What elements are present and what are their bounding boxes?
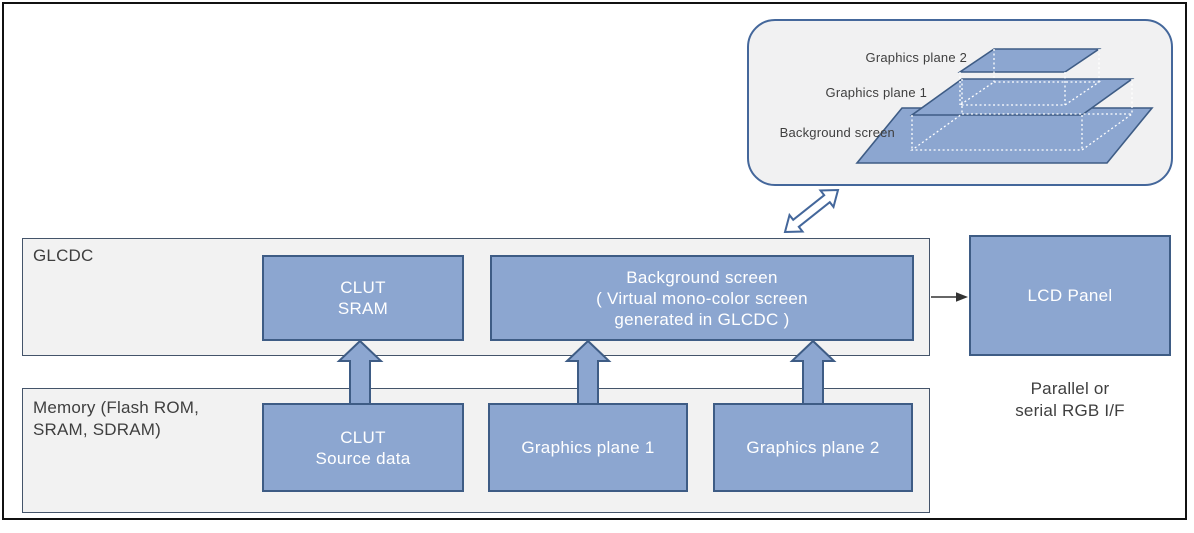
plane2-projection-lines — [957, 49, 1102, 106]
outer-frame — [2, 2, 1187, 520]
glcdc-title: GLCDC — [33, 246, 94, 265]
rgb-interface-line1: Parallel or — [1030, 379, 1110, 398]
clut-source-line2: Source data — [315, 448, 411, 468]
background-screen-plane — [855, 107, 1154, 164]
callout-label-background-screen: Background screen — [779, 125, 895, 140]
background-screen-box: Background screen ( Virtual mono-color s… — [490, 255, 914, 341]
clut-sram-box: CLUT SRAM — [262, 255, 464, 341]
background-screen-line3: generated in GLCDC ) — [614, 309, 790, 329]
layer-stack-callout: Graphics plane 2 Graphics plane 1 Backgr… — [747, 19, 1173, 186]
plane1-projection-lines — [909, 79, 1135, 151]
memory-title-line2: SRAM, SDRAM) — [33, 420, 162, 439]
rgb-interface-label: Parallel or serial RGB I/F — [969, 378, 1171, 422]
memory-title-line1: Memory (Flash ROM, — [33, 398, 200, 417]
clut-sram-line2: SRAM — [337, 299, 389, 318]
clut-source-data-box: CLUT Source data — [262, 403, 464, 492]
graphics-plane-2-box: Graphics plane 2 — [713, 403, 913, 492]
background-screen-line2: ( Virtual mono-color screen — [596, 288, 808, 308]
memory-title: Memory (Flash ROM, SRAM, SDRAM) — [33, 397, 199, 441]
layer-stack-graphic — [855, 48, 1154, 164]
clut-source-line1: CLUT — [340, 427, 386, 447]
callout-label-graphics-plane-1: Graphics plane 1 — [825, 85, 927, 100]
rgb-interface-line2: serial RGB I/F — [1015, 401, 1125, 420]
background-screen-line1: Background screen — [626, 267, 778, 287]
lcd-panel-box: LCD Panel — [969, 235, 1171, 356]
callout-label-graphics-plane-2: Graphics plane 2 — [865, 50, 967, 65]
graphics-plane-1-box: Graphics plane 1 — [488, 403, 688, 492]
clut-sram-line1: CLUT — [340, 278, 386, 297]
graphics-plane-2-plane — [957, 48, 1102, 73]
